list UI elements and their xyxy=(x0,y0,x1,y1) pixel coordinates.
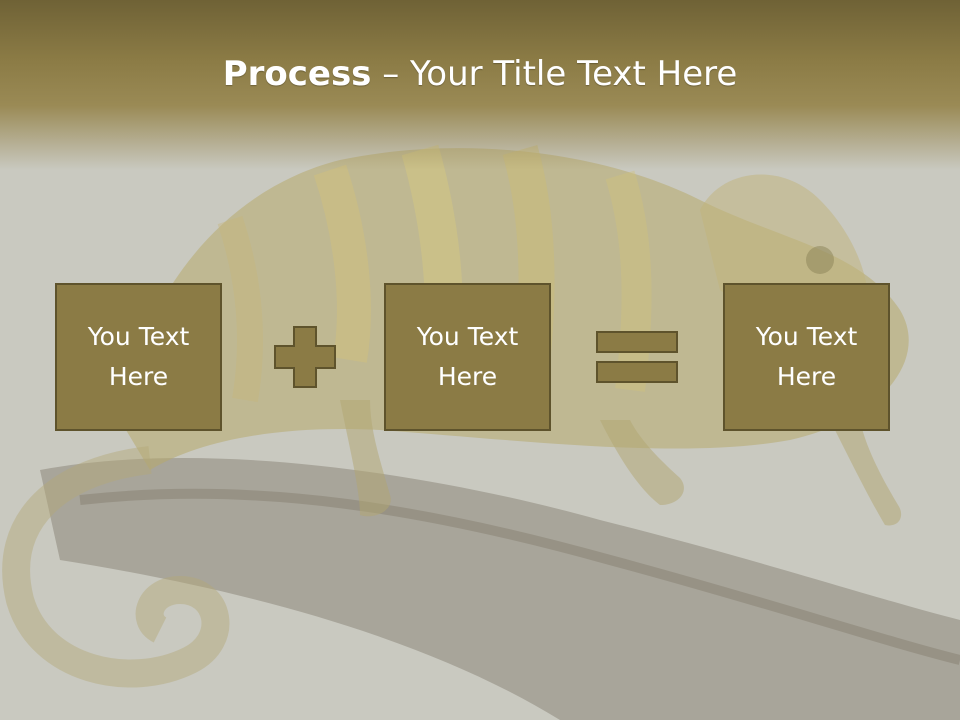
title-band xyxy=(0,0,960,170)
process-box-3-label: You Text Here xyxy=(755,322,858,391)
process-box-1-label: You Text Here xyxy=(87,322,190,391)
process-box-2[interactable]: You Text Here xyxy=(384,283,551,431)
process-box-2-label: You Text Here xyxy=(416,322,519,391)
slide-title: Process – Your Title Text Here xyxy=(0,52,960,96)
plus-icon xyxy=(274,326,336,388)
process-box-3[interactable]: You Text Here xyxy=(723,283,890,431)
process-box-1[interactable]: You Text Here xyxy=(55,283,222,431)
title-rest-text: – Your Title Text Here xyxy=(371,54,738,94)
title-bold-text: Process xyxy=(222,54,372,94)
equals-icon xyxy=(596,331,678,383)
